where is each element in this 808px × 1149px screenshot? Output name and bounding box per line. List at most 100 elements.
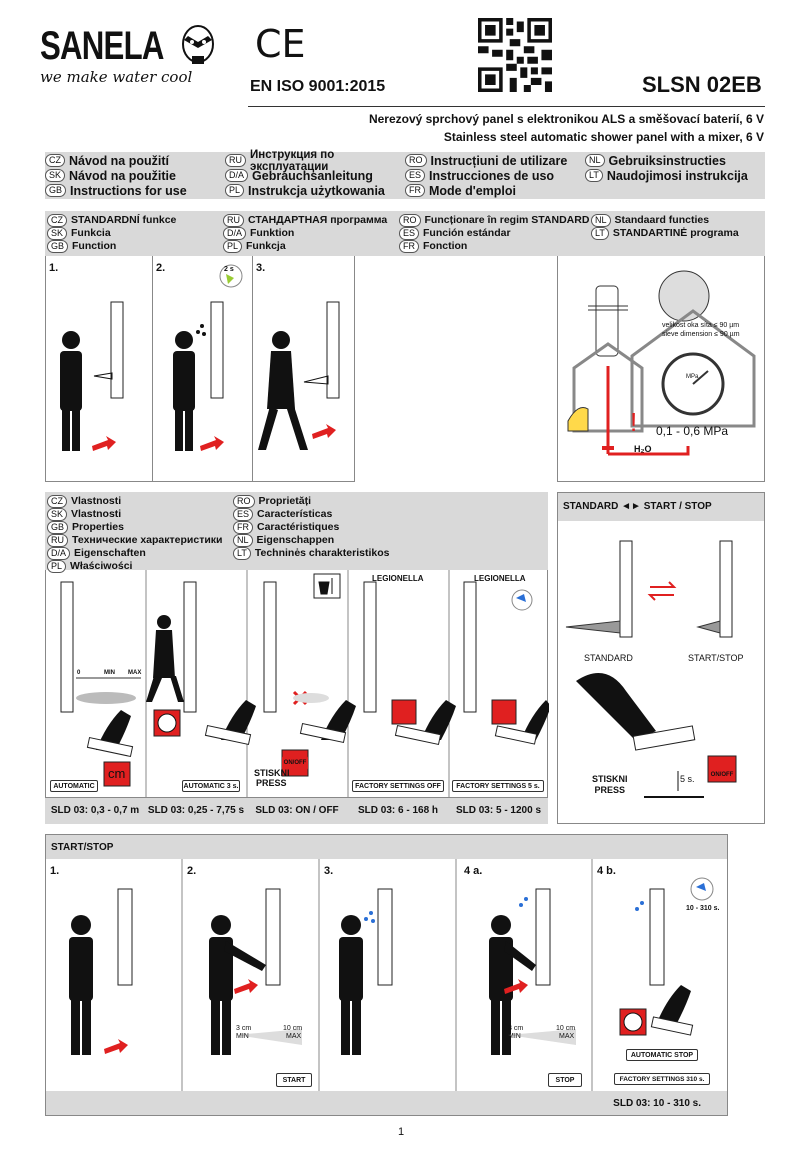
subtitle-en: Stainless steel automatic shower panel w…	[443, 130, 764, 144]
factory-settings-310-button[interactable]: FACTORY SETTINGS 310 s.	[614, 1073, 710, 1085]
step-number: 2.	[156, 262, 166, 274]
timer-label: 2 s	[224, 266, 234, 273]
factory-settings-off-button[interactable]: FACTORY SETTINGS OFF	[352, 780, 444, 792]
on-off-button[interactable]: ON/OFF	[709, 769, 735, 781]
filter-pressure-diagram: !	[567, 270, 756, 456]
start-button[interactable]: START	[276, 1073, 312, 1087]
step-number: 3.	[324, 865, 334, 877]
sld-value: SLD 03: ON / OFF	[255, 805, 339, 816]
step-number: 1.	[50, 865, 60, 877]
scale-zero: 0	[77, 670, 81, 676]
max-cm: 10 cm	[556, 1025, 576, 1032]
sieve-cz: velikost oka síta ≤ 90 µm	[662, 322, 740, 329]
legionella-title: LEGIONELLA	[474, 574, 526, 583]
startstop-illustrations	[69, 859, 714, 1091]
sld-value: SLD 03: 6 - 168 h	[357, 805, 439, 816]
max-label: MAX	[286, 1033, 302, 1040]
sld-value: SLD 03: 5 - 1200 s	[455, 805, 542, 816]
pressure-range: 0,1 - 0,6 MPa	[656, 424, 729, 438]
person-icon	[60, 331, 82, 451]
step-number: 3.	[256, 262, 266, 274]
page-number: 1	[398, 1126, 405, 1138]
installation-diagram: ! velikost oka síta ≤ 90 µm sieve dimens…	[557, 256, 765, 482]
standard-title: STANDARD ◄► START / STOP	[558, 493, 764, 521]
standard-startstop-panel: STANDARD ◄► START / STOP STANDARD START/…	[557, 492, 765, 824]
subtitle-cz: Nerezový sprchový panel s elektronikou A…	[368, 112, 764, 126]
step-number: 2.	[187, 865, 197, 877]
model-number: SLSN 02EB	[642, 72, 762, 97]
sld-value: SLD 03: 0,25 - 7,75 s	[147, 805, 245, 816]
svg-text:!: !	[630, 407, 637, 437]
range-label: 10 - 310 s.	[686, 905, 720, 912]
max-cm: 10 cm	[283, 1025, 303, 1032]
max-label: MAX	[559, 1033, 575, 1040]
water-label: H₂O	[634, 444, 652, 454]
header-divider	[248, 106, 765, 107]
ce-mark: CE	[255, 22, 306, 66]
raccoon-mascot-icon	[182, 25, 214, 64]
sld-value: SLD 03: 0,3 - 0,7 m	[50, 805, 140, 816]
brand-name: SANELA	[40, 24, 164, 68]
startstop-title: START/STOP	[46, 835, 727, 859]
cm-badge: cm	[108, 766, 126, 781]
gauge-unit: MPa	[686, 374, 699, 380]
step-number: 1.	[49, 262, 59, 274]
properties-panels: 0 MIN MAX cm AUTOMATIC AUTOMATIC 3 s. ON…	[45, 570, 549, 798]
on-off-button[interactable]: ON/OFF	[282, 756, 308, 770]
step-number: 4 b.	[597, 865, 616, 877]
stop-button[interactable]: STOP	[548, 1073, 582, 1087]
min-label: MIN	[236, 1033, 249, 1040]
min-label: MIN	[508, 1033, 521, 1040]
scale-min: MIN	[104, 670, 115, 676]
qr-code-icon	[478, 18, 552, 92]
automatic-3s-button[interactable]: AUTOMATIC 3 s.	[182, 780, 240, 792]
automatic-button[interactable]: AUTOMATIC	[50, 780, 98, 792]
factory-settings-5s-button[interactable]: FACTORY SETTINGS 5 s.	[452, 780, 544, 792]
min-cm: 3 cm	[508, 1025, 524, 1032]
standard-label: STANDARD	[584, 653, 633, 663]
properties-sld-row: SLD 03: 0,3 - 0,7 m SLD 03: 0,25 - 7,75 …	[45, 798, 548, 824]
sanela-logo: SANELA we make water cool	[40, 18, 230, 98]
function-steps: 1. 2. 3. 2 s	[45, 256, 355, 482]
scale-max: MAX	[128, 670, 142, 676]
startstop-section: START/STOP 1. 2. 3. 4 a.	[45, 834, 728, 1116]
startstop-label: START/STOP	[688, 653, 744, 663]
brand-slogan: we make water cool	[40, 68, 193, 86]
iso-standard: EN ISO 9001:2015	[250, 78, 386, 95]
min-cm: 3 cm	[236, 1025, 252, 1032]
automatic-stop-button[interactable]: AUTOMATIC STOP	[626, 1049, 698, 1061]
legionella-title: LEGIONELLA	[372, 574, 424, 583]
